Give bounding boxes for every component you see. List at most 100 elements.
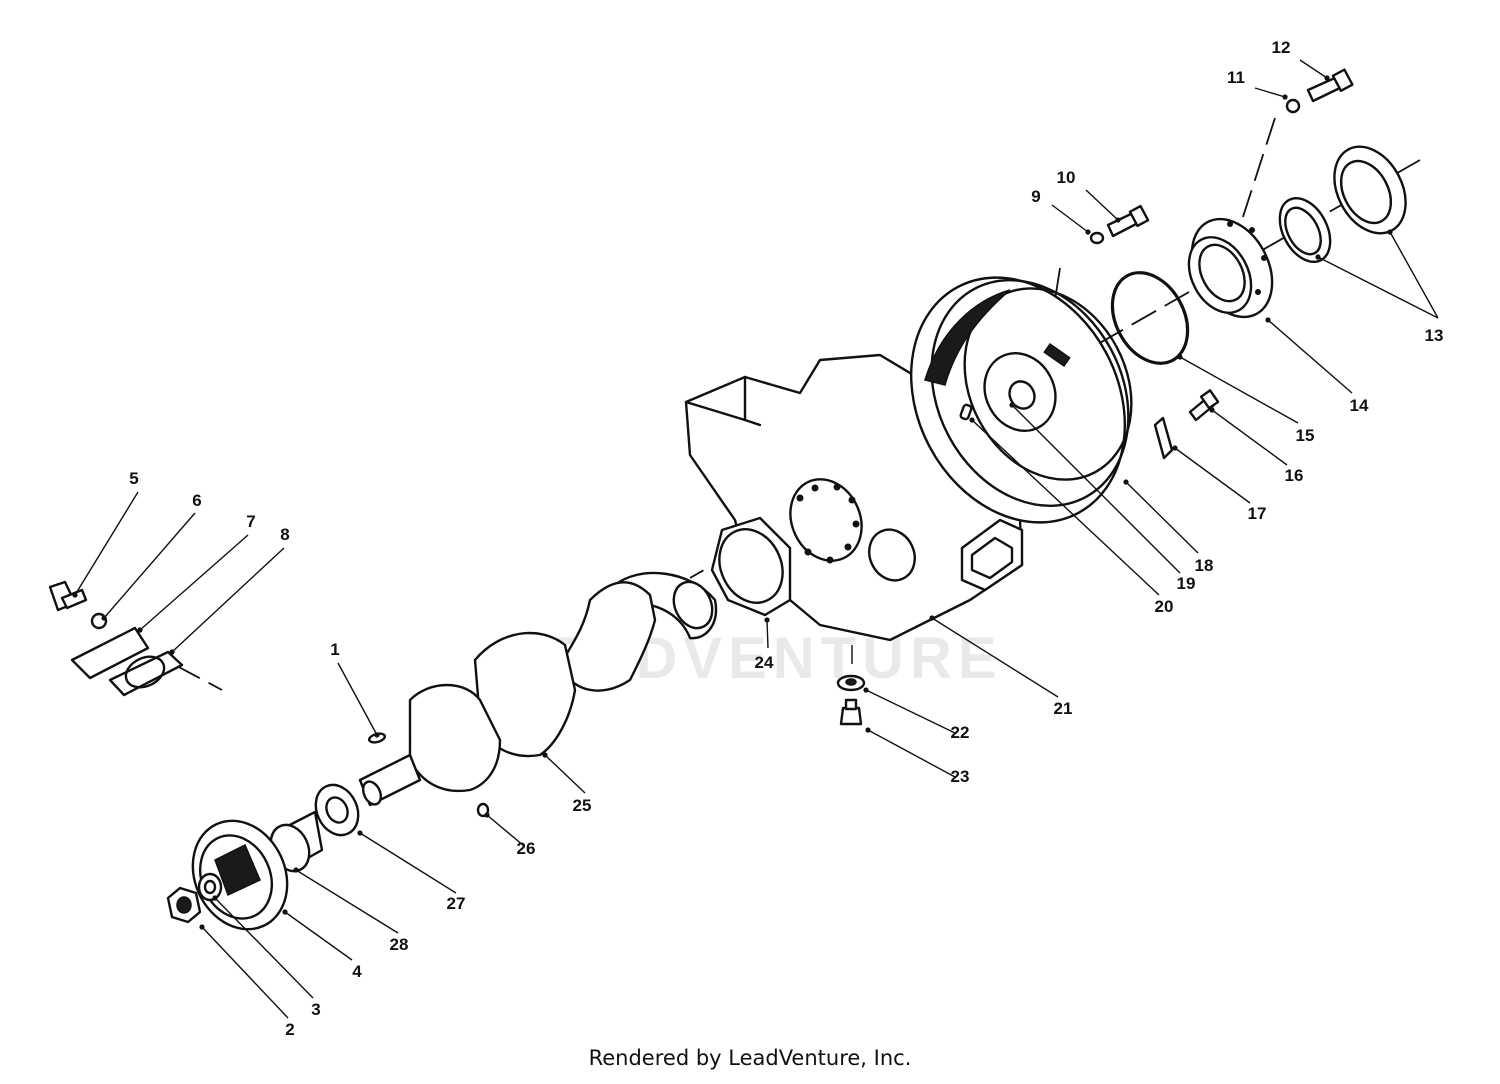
leader-dot-24 — [764, 617, 770, 623]
leader-dot-4 — [282, 909, 288, 915]
callout-17: 17 — [1172, 445, 1266, 523]
callout-10: 10 — [1057, 168, 1121, 223]
leader-line-5 — [74, 491, 139, 596]
leader-dot-13 — [1315, 254, 1321, 260]
callout-number-18: 18 — [1195, 556, 1214, 575]
leader-line-18 — [1125, 481, 1199, 554]
bolt-12 — [1285, 68, 1354, 114]
callout-4: 4 — [282, 909, 362, 981]
callout-number-8: 8 — [280, 525, 289, 544]
dowel-pin — [959, 403, 973, 421]
leader-dot-1 — [374, 732, 380, 738]
callout-14: 14 — [1265, 317, 1369, 415]
bearing-retainer — [1187, 217, 1274, 319]
callout-labels: 1234567891011121314151617181920212223242… — [72, 38, 1443, 1039]
leader-dot-17 — [1172, 445, 1178, 451]
callout-number-12: 12 — [1272, 38, 1291, 57]
leader-line-7 — [139, 534, 249, 631]
leader-dot-26 — [484, 812, 490, 818]
leader-line-16 — [1211, 409, 1288, 466]
cover-plate-assembly — [48, 580, 184, 697]
callout-number-13: 13 — [1425, 326, 1444, 345]
leader-dot-11 — [1282, 94, 1288, 100]
callout-number-23: 23 — [951, 767, 970, 786]
flywheel — [909, 276, 1133, 524]
callout-25: 25 — [542, 752, 591, 815]
callout-number-16: 16 — [1285, 466, 1304, 485]
callout-number-4: 4 — [352, 962, 362, 981]
bolt-10 — [1089, 204, 1150, 245]
leader-line-12 — [1299, 59, 1328, 79]
leader-dot-2 — [199, 924, 205, 930]
callout-23: 23 — [865, 727, 969, 786]
leader-line-19 — [1011, 404, 1181, 574]
callout-number-27: 27 — [447, 894, 466, 913]
callout-19: 19 — [1009, 402, 1195, 593]
leader-dot-18 — [1123, 479, 1129, 485]
leader-dot-15 — [1177, 354, 1183, 360]
callout-number-3: 3 — [311, 1000, 320, 1019]
pulley-washer — [197, 872, 223, 902]
callout-21: 21 — [929, 615, 1072, 718]
leader-line-27 — [359, 832, 457, 894]
leader-dot-6 — [101, 615, 107, 621]
callout-number-9: 9 — [1031, 187, 1040, 206]
leader-line-23 — [867, 729, 956, 778]
callout-number-1: 1 — [330, 640, 339, 659]
callout-8: 8 — [169, 525, 290, 655]
callout-number-15: 15 — [1296, 426, 1315, 445]
leader-dot-8 — [169, 649, 175, 655]
leader-line-20 — [971, 419, 1160, 596]
leader-line-4 — [284, 911, 353, 961]
callout-15: 15 — [1177, 354, 1314, 445]
leader-dot-14 — [1265, 317, 1271, 323]
leader-line-14 — [1267, 319, 1353, 394]
leader-line-8 — [171, 547, 285, 653]
callout-5: 5 — [72, 469, 139, 598]
leader-line-11 — [1254, 87, 1286, 98]
drain-plug — [836, 645, 866, 726]
callout-number-10: 10 — [1057, 168, 1076, 187]
leader-line-13 — [1389, 231, 1439, 319]
leader-line-9 — [1051, 204, 1089, 233]
leader-dot-16 — [1209, 407, 1215, 413]
leader-dot-21 — [929, 615, 935, 621]
bolt-16-and-bracket-17 — [1153, 389, 1220, 460]
footer-credit: Rendered by LeadVenture, Inc. — [588, 1046, 912, 1070]
callout-20: 20 — [969, 417, 1173, 616]
callout-number-19: 19 — [1177, 574, 1196, 593]
leader-line-17 — [1174, 447, 1251, 504]
callout-12: 12 — [1272, 38, 1330, 81]
leader-line-3 — [214, 897, 314, 999]
leader-dot-9 — [1085, 229, 1091, 235]
callout-26: 26 — [484, 812, 535, 858]
callout-number-25: 25 — [573, 796, 592, 815]
leader-dot-27 — [357, 830, 363, 836]
crank-nut — [166, 886, 202, 924]
callout-3: 3 — [212, 895, 321, 1019]
callout-number-7: 7 — [246, 512, 255, 531]
leader-line-25 — [544, 754, 586, 794]
callout-number-2: 2 — [285, 1020, 294, 1039]
crank-pulley — [191, 819, 289, 931]
leader-dot-5 — [72, 592, 78, 598]
leader-line-13 — [1317, 256, 1439, 319]
leader-dot-10 — [1115, 217, 1121, 223]
leader-dot-20 — [969, 417, 975, 423]
callout-1: 1 — [330, 640, 380, 738]
callout-18: 18 — [1123, 479, 1213, 575]
leader-line-1 — [337, 662, 378, 736]
callout-9: 9 — [1031, 187, 1091, 235]
leader-line-2 — [201, 926, 289, 1019]
leader-dot-28 — [293, 867, 299, 873]
leader-dot-7 — [137, 627, 143, 633]
callout-number-5: 5 — [129, 469, 138, 488]
callout-11: 11 — [1227, 68, 1288, 100]
leader-line-6 — [103, 512, 196, 619]
leader-line-28 — [295, 869, 399, 934]
o-ring — [1110, 271, 1190, 365]
callout-number-21: 21 — [1054, 699, 1073, 718]
callout-number-24: 24 — [755, 653, 774, 672]
crankshaft — [358, 571, 718, 807]
leader-line-21 — [931, 617, 1059, 698]
